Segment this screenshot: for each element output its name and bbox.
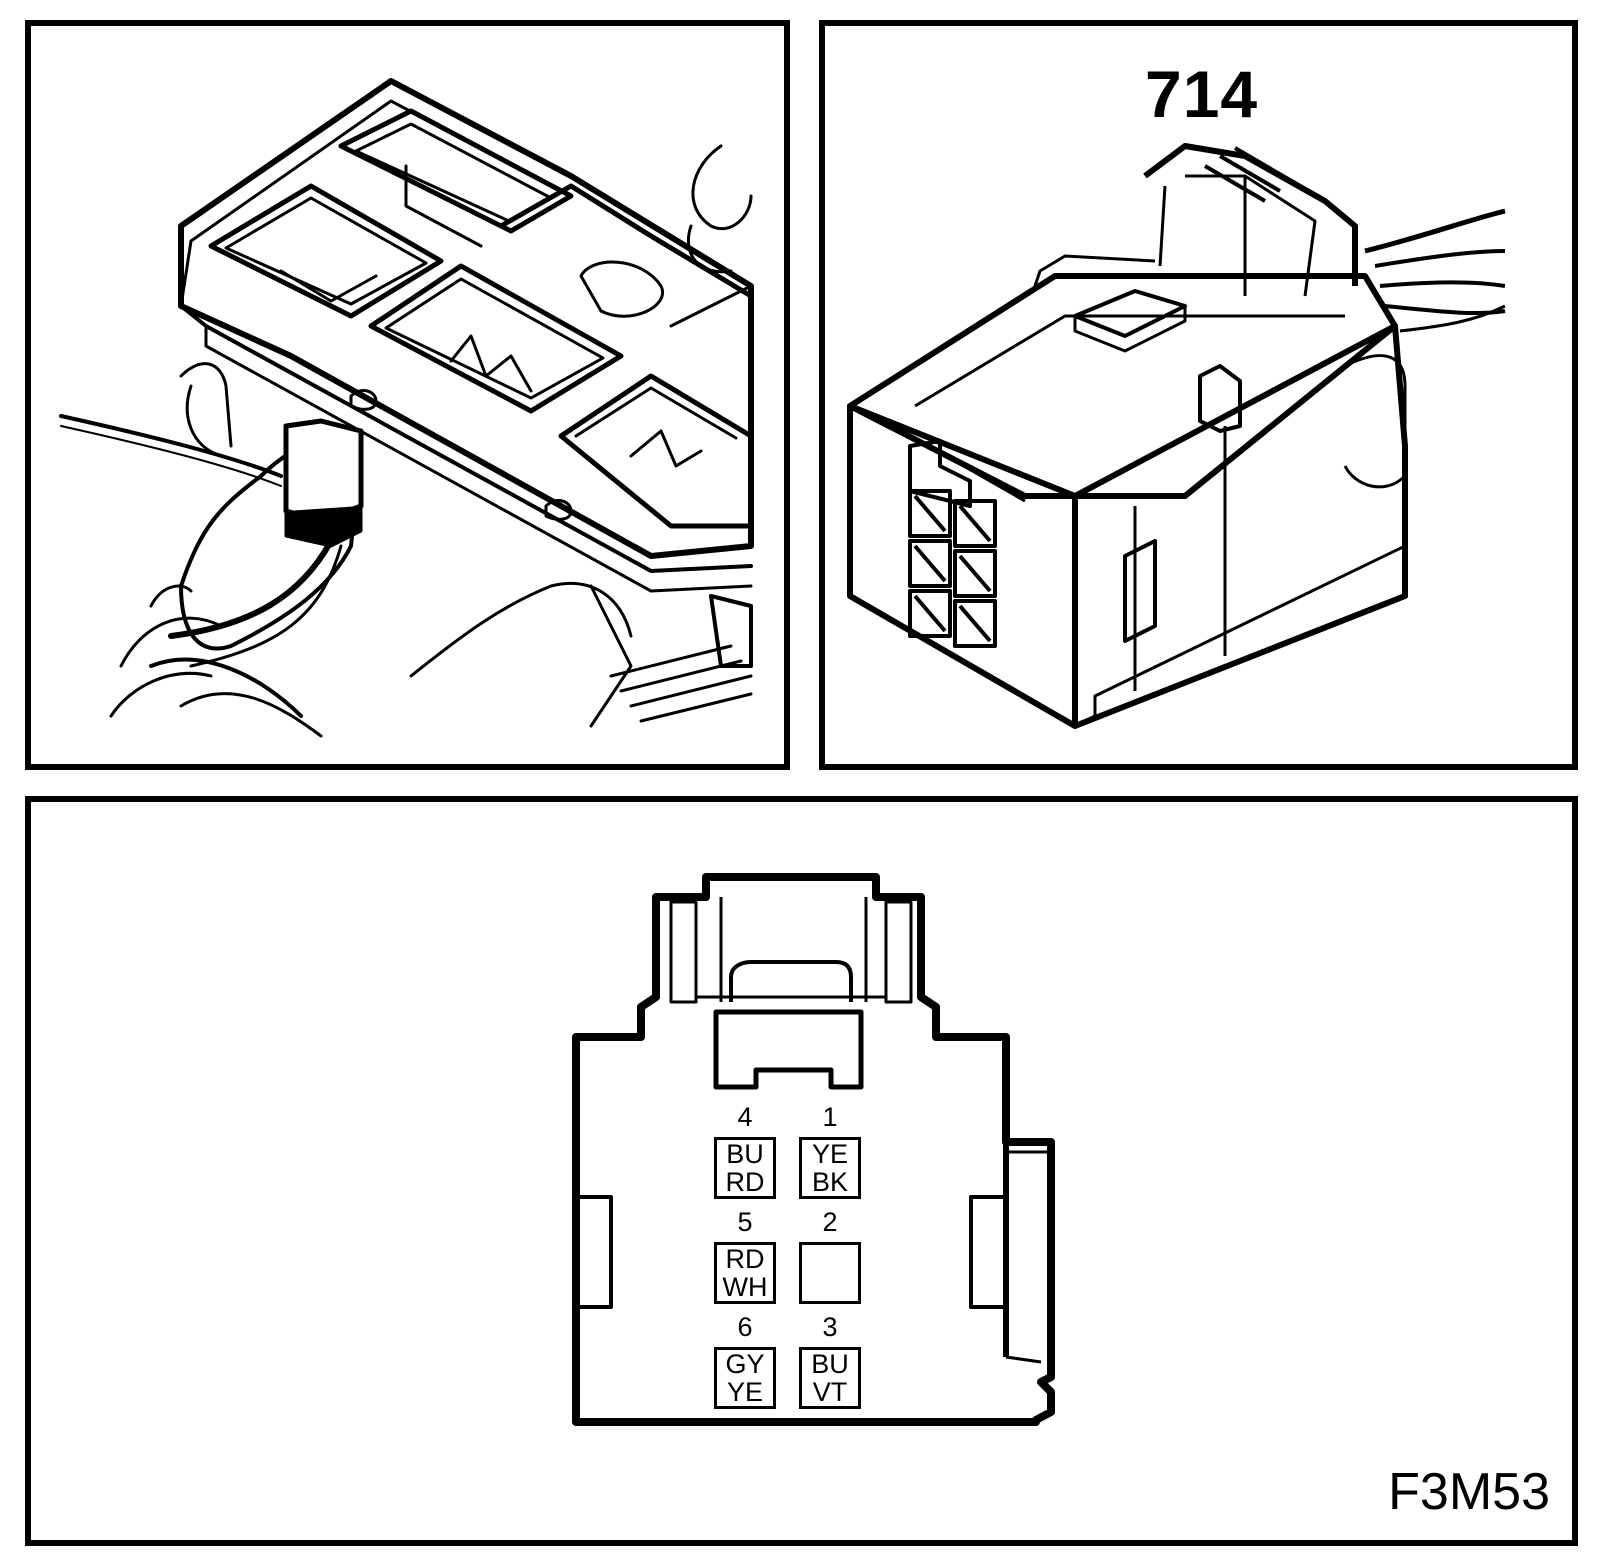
pin-number: 2	[822, 1207, 838, 1237]
pin-wire-color: YE	[726, 1377, 764, 1407]
pin-cavity-empty	[799, 1242, 861, 1304]
pin-wire-color: WH	[722, 1272, 768, 1302]
pin-number: 1	[822, 1102, 838, 1132]
pin-wire-color: BU	[726, 1139, 764, 1169]
pin-wire-color: RD	[725, 1167, 765, 1197]
pin-cavity: GY YE	[714, 1347, 776, 1409]
pin-wire-color: BK	[811, 1167, 849, 1197]
pin-cavity: BU VT	[799, 1347, 861, 1409]
pin-cavity: RD WH	[714, 1242, 776, 1304]
connector-isometric-illustration	[847, 143, 1506, 729]
figure-code: F3M53	[1388, 1463, 1550, 1521]
connector-face-outline	[572, 873, 1055, 1426]
pin-number: 3	[822, 1312, 838, 1342]
illustration-panel-connector: 714	[819, 20, 1578, 770]
illustration-panel-removal	[25, 20, 790, 770]
pin-wire-color: RD	[725, 1244, 765, 1274]
pin-wire-color: GY	[725, 1349, 765, 1379]
pin-wire-color: VT	[812, 1377, 848, 1407]
pin-cavity: YE BK	[799, 1137, 861, 1199]
pinout-panel: 4 BU RD 1 YE BK 5 RD WH 2 6 GY YE 3 BU V…	[25, 796, 1578, 1546]
pin-cavity: BU RD	[714, 1137, 776, 1199]
pin-number: 4	[737, 1102, 753, 1132]
connector-removal-illustration	[59, 78, 754, 738]
pin-number: 5	[737, 1207, 753, 1237]
connector-number: 714	[1145, 57, 1259, 131]
pin-wire-color: YE	[811, 1139, 849, 1169]
pin-wire-color: BU	[811, 1349, 849, 1379]
pin-number: 6	[737, 1312, 753, 1342]
